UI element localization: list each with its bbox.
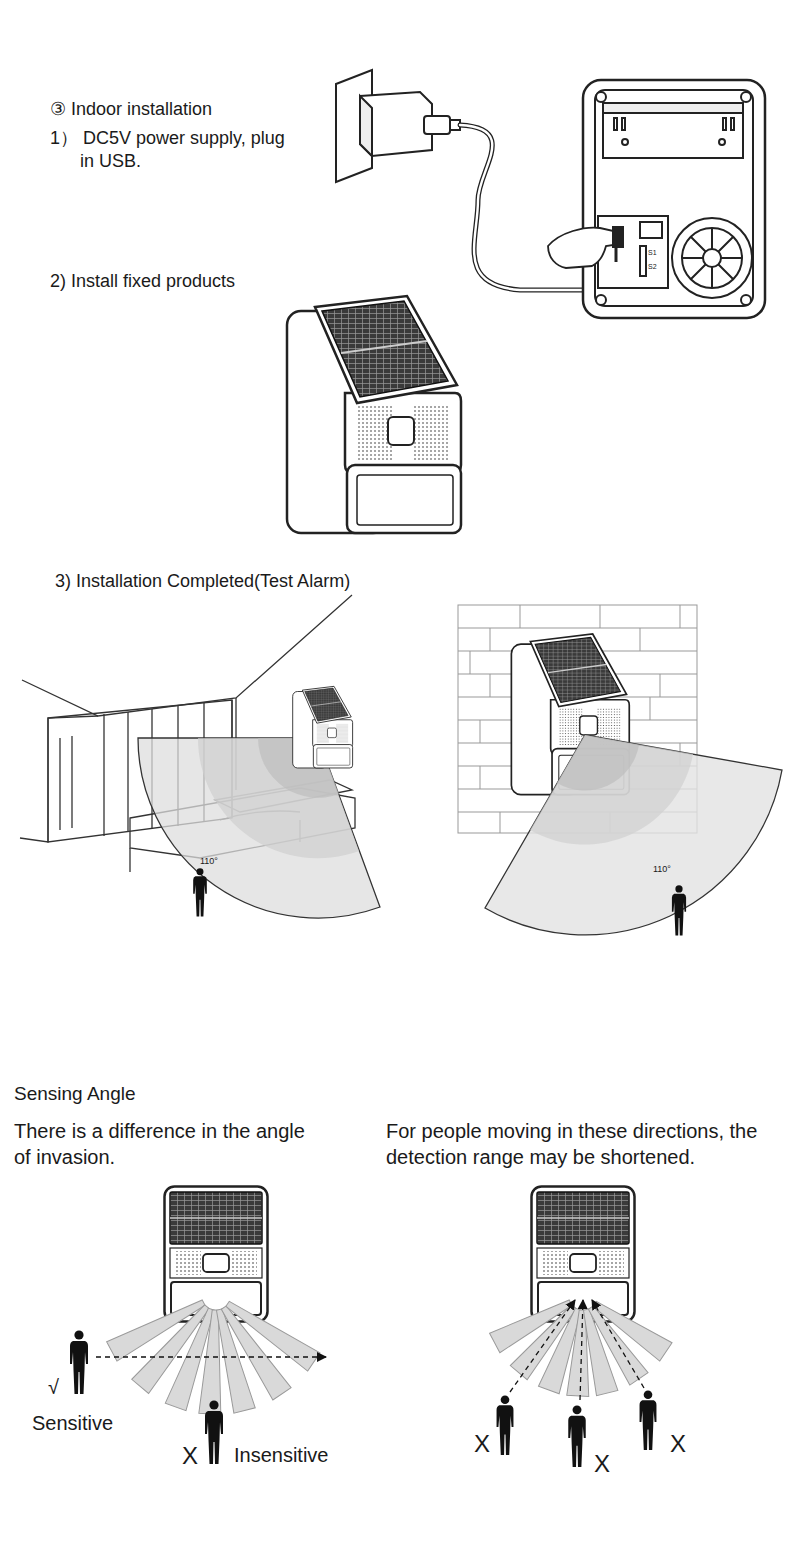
person — [193, 868, 207, 916]
solar-alarm-device — [287, 296, 461, 533]
device-back — [583, 80, 765, 318]
person — [640, 1390, 657, 1450]
solar-alarm-device — [293, 686, 353, 768]
angle-label: 110° — [653, 864, 693, 876]
status-label: Insensitive — [234, 1442, 374, 1468]
power-adapter — [336, 70, 460, 182]
mark-symbol: X — [182, 1440, 206, 1471]
mark-symbol: X — [670, 1428, 694, 1459]
hand — [548, 226, 624, 268]
note-text: There is a difference in the angle of in… — [14, 1118, 314, 1170]
instruction-text: 2) Install fixed products — [50, 270, 310, 293]
section-heading: Sensing Angle — [14, 1082, 314, 1107]
approach-arrows — [510, 1300, 644, 1400]
switch-label: S1 — [648, 248, 668, 257]
sensing-beams — [107, 1293, 320, 1415]
status-label: Sensitive — [32, 1410, 152, 1436]
angle-label: 110° — [200, 856, 240, 868]
instruction-text: 1） DC5V power supply, plug in USB. — [50, 127, 300, 174]
mark-symbol: X — [474, 1428, 498, 1459]
section-heading: ③ Indoor installation — [50, 98, 310, 121]
switch-label: S2 — [648, 262, 668, 271]
mark-symbol: X — [594, 1448, 618, 1479]
person — [672, 885, 686, 935]
person — [497, 1395, 514, 1455]
person — [70, 1330, 88, 1394]
detection-sector — [485, 735, 782, 935]
person — [568, 1405, 585, 1467]
movement-arrow — [96, 1356, 326, 1357]
device-front — [532, 1187, 635, 1322]
note-text: For people moving in these directions, t… — [386, 1118, 786, 1170]
mark-symbol: √ — [48, 1374, 72, 1400]
person — [205, 1400, 223, 1464]
device-front — [165, 1187, 268, 1322]
instruction-text: 3) Installation Completed(Test Alarm) — [55, 570, 435, 593]
